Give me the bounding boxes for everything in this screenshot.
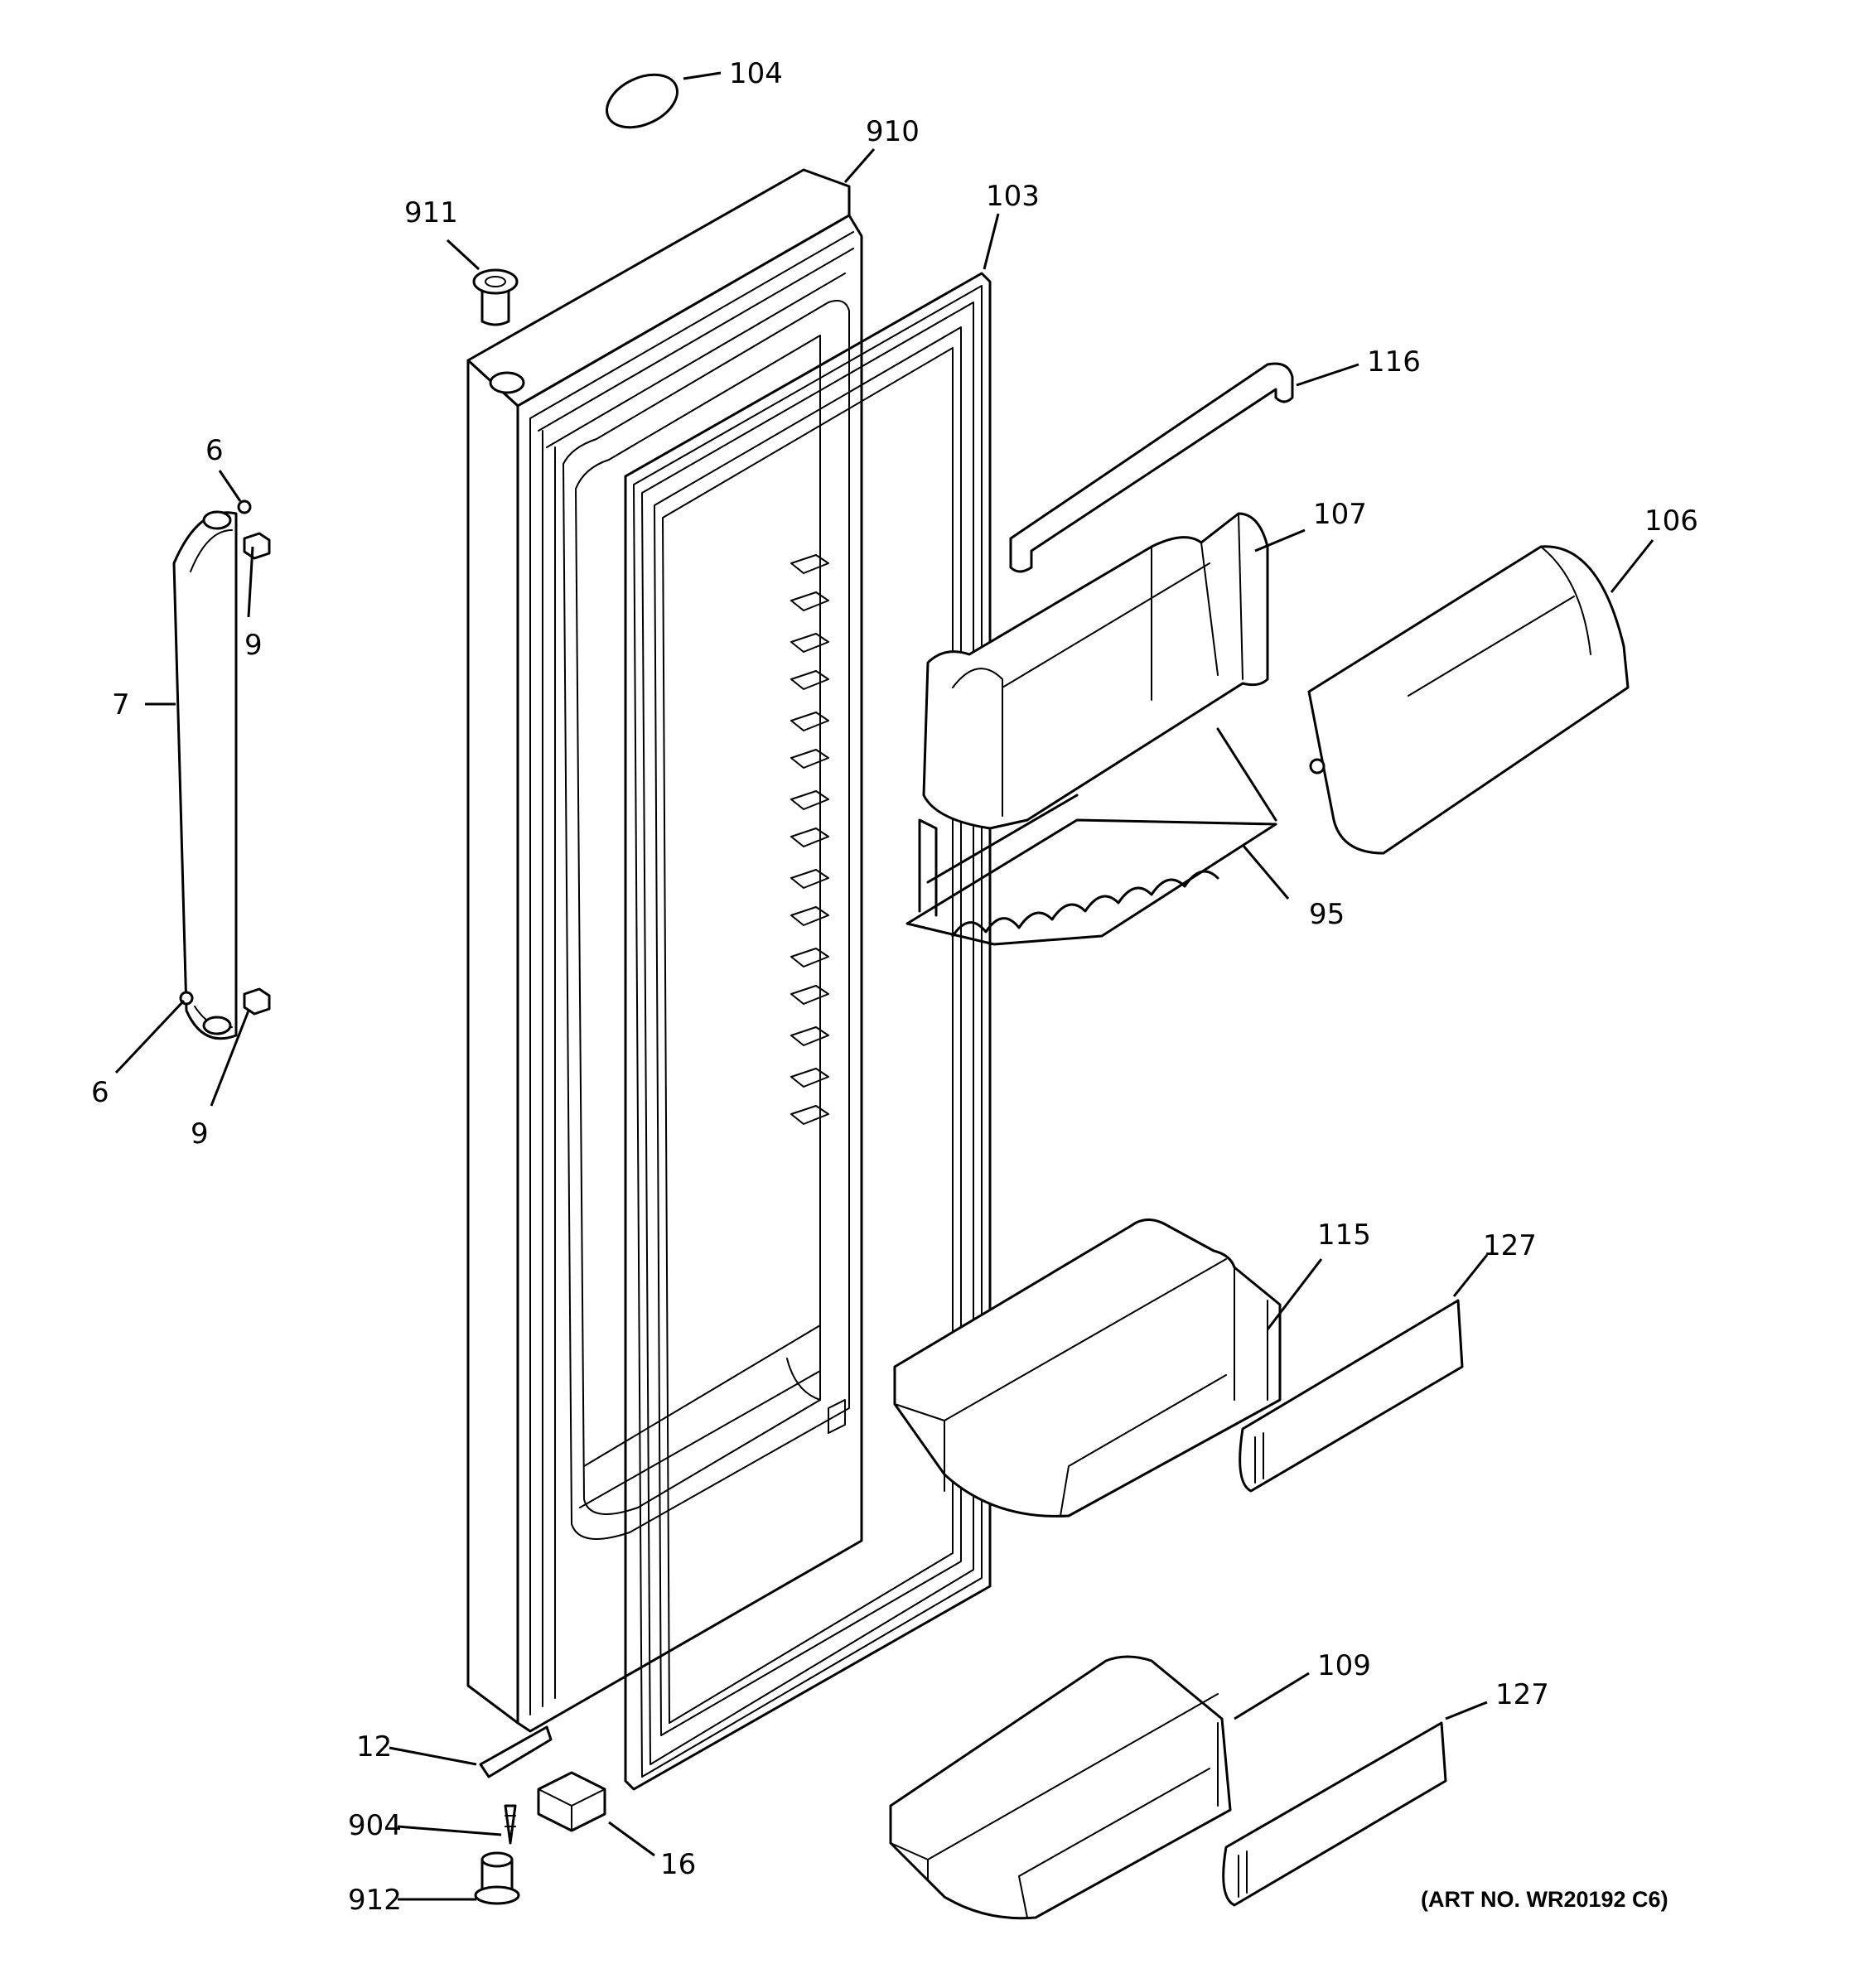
callout-106: 106 [1644, 504, 1698, 538]
callout-904: 904 [348, 1809, 402, 1842]
callout-911: 911 [404, 196, 458, 229]
callout-127-bottom: 127 [1495, 1678, 1549, 1711]
callout-116: 116 [1367, 345, 1421, 379]
bin-front-trim-top [1239, 1299, 1464, 1493]
dairy-compartment-cover [1307, 545, 1630, 855]
bushing-part [474, 1851, 520, 1905]
cap-part [472, 268, 519, 326]
bin-front-trim-bottom [1222, 1721, 1447, 1907]
callout-7: 7 [112, 688, 130, 721]
door-inner-liner [563, 300, 850, 1540]
hinge-bracket [479, 1725, 553, 1778]
leader-lines [114, 71, 1654, 1901]
upper-door-bin [922, 512, 1269, 830]
callout-109: 109 [1317, 1649, 1371, 1682]
bin-rail [1009, 362, 1294, 573]
screw-part [504, 1804, 517, 1845]
callout-103: 103 [986, 180, 1040, 213]
callout-115: 115 [1317, 1218, 1371, 1252]
callout-95: 95 [1309, 898, 1345, 931]
callout-9-bottom: 9 [191, 1117, 209, 1151]
middle-door-bin [893, 1218, 1282, 1518]
lower-door-bin [889, 1655, 1232, 1920]
shelf-support-ribs [790, 554, 846, 1434]
callout-12: 12 [356, 1730, 392, 1764]
door-handle [172, 510, 238, 1040]
callout-6-top: 6 [205, 434, 224, 467]
door-gasket [624, 272, 992, 1791]
callout-910: 910 [866, 115, 920, 148]
callout-107: 107 [1313, 498, 1367, 531]
ring-part [606, 73, 678, 129]
callout-912: 912 [348, 1884, 402, 1917]
art-number: (ART NO. WR20192 C6) [1421, 1887, 1668, 1912]
handle-screws [179, 499, 271, 1016]
callout-127-top: 127 [1483, 1229, 1537, 1262]
hinge-block [537, 1771, 606, 1832]
callout-16: 16 [660, 1848, 696, 1881]
wire-shelf-basket [905, 727, 1277, 946]
callout-9-top: 9 [244, 629, 263, 662]
callout-labels: 104 910 911 103 116 6 9 7 107 106 95 6 9… [91, 57, 1698, 1917]
callout-6-bottom: 6 [91, 1076, 109, 1109]
callout-104: 104 [729, 57, 783, 90]
